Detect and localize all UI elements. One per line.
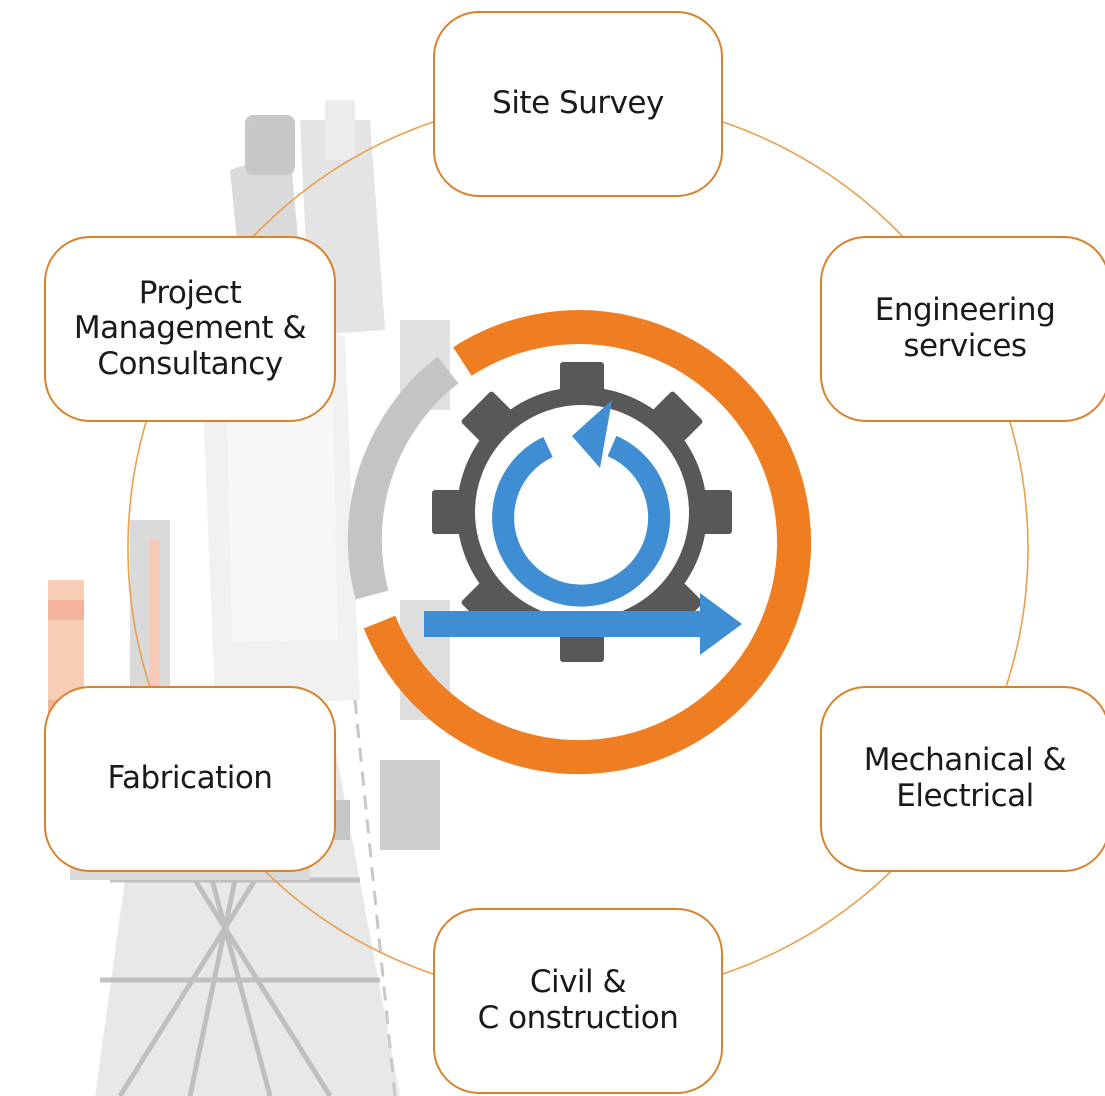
engineering-label-line-1: Engineering bbox=[874, 292, 1056, 329]
civil-label-line-2: C onstruction bbox=[477, 1000, 679, 1036]
project-management-consultancy-node: Project Management & Consultancy bbox=[44, 236, 336, 422]
pmc-label-line-1: Project bbox=[138, 274, 242, 311]
fabrication-node: Fabrication bbox=[44, 686, 336, 872]
pmc-label-line-2: Management & bbox=[73, 310, 307, 347]
engineering-services-node: Engineering services bbox=[820, 236, 1105, 422]
center-ring bbox=[347, 310, 812, 775]
engineering-label-line-2: services bbox=[903, 328, 1027, 364]
site-survey-label: Site Survey bbox=[492, 85, 664, 122]
mechanical-electrical-node: Mechanical & Electrical bbox=[820, 686, 1105, 872]
site-survey-node: Site Survey bbox=[433, 11, 723, 197]
cycle-arrow-icon bbox=[424, 400, 742, 655]
fabrication-label: Fabrication bbox=[107, 760, 273, 797]
pmc-label-line-3: Consultancy bbox=[97, 345, 283, 382]
civil-construction-node: Civil & C onstruction bbox=[433, 908, 723, 1094]
mech-label-line-2: Electrical bbox=[896, 778, 1034, 814]
mech-label-line-1: Mechanical & bbox=[863, 742, 1067, 779]
civil-label-line-1: Civil & bbox=[529, 964, 627, 1001]
